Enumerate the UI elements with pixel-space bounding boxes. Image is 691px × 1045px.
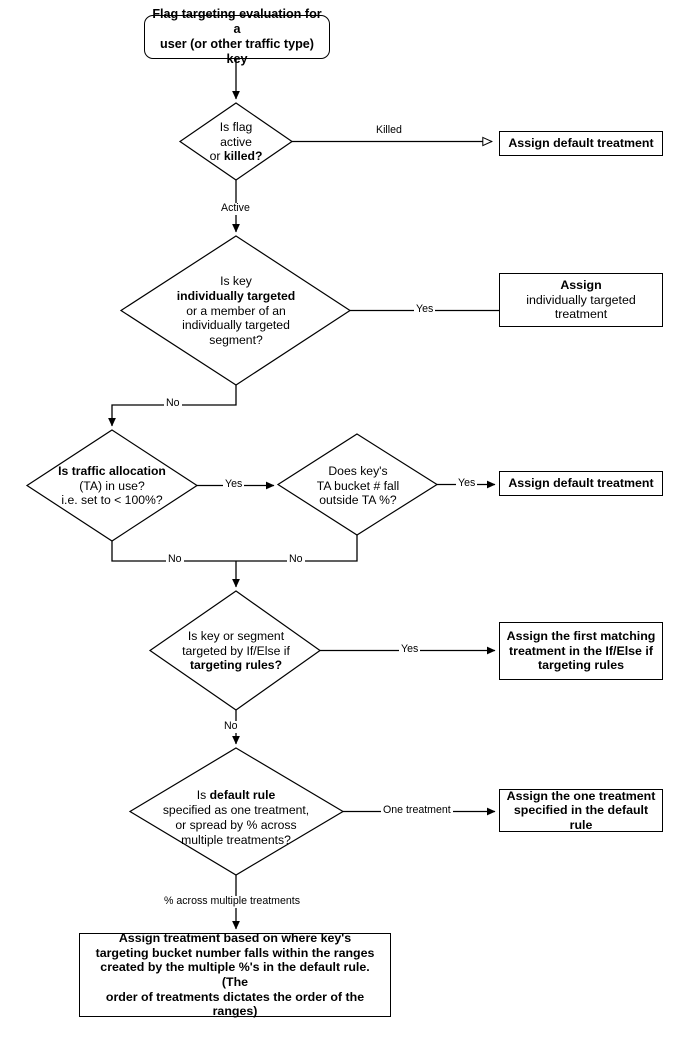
d5-line1-plain: Is xyxy=(196,788,210,803)
edge-label-d2-yes: Yes xyxy=(414,303,436,316)
d1-line2: active xyxy=(220,134,252,149)
d2-line4: individually targeted xyxy=(182,318,290,333)
edge-label-d4-no: No xyxy=(222,720,240,733)
node-start-line2: user (or other traffic type) key xyxy=(160,37,314,66)
d3a-line3: i.e. set to < 100%? xyxy=(61,493,163,508)
d4-line1: Is key or segment xyxy=(187,628,285,643)
r4-line1: Assign the first matching xyxy=(506,629,656,644)
d2-line5: segment? xyxy=(209,333,263,348)
edge-label-d3b-no: No xyxy=(287,553,305,566)
d2-line3: or a member of an xyxy=(186,303,286,318)
r2-line2: individually targeted xyxy=(526,292,636,307)
edge-label-d3a-yes: Yes xyxy=(223,478,245,491)
d1-line3-bold: killed? xyxy=(223,149,263,164)
r2-line3: treatment xyxy=(554,307,608,322)
node-decision-traffic-allocation[interactable]: Is traffic allocation (TA) in use? i.e. … xyxy=(30,458,194,514)
edge-label-active: Active xyxy=(219,202,252,215)
node-decision-ta-bucket[interactable]: Does key's TA bucket # fall outside TA %… xyxy=(288,458,428,514)
final-line2: targeting bucket number falls within the… xyxy=(95,945,375,960)
node-decision-individually-targeted[interactable]: Is key individually targeted or a member… xyxy=(140,271,332,351)
d2-line1: Is key xyxy=(220,273,252,288)
d5-line2: specified as one treatment, xyxy=(162,803,310,818)
d5-line4: multiple treatments? xyxy=(181,832,291,847)
node-decision-ifelse-targeting-rules[interactable]: Is key or segment targeted by If/Else if… xyxy=(156,623,316,679)
d3b-line1: Does key's xyxy=(328,463,388,478)
d3b-line3: outside TA %? xyxy=(319,493,397,508)
edge-label-d5-one-treatment: One treatment xyxy=(381,804,453,817)
final-line4: order of treatments dictates the order o… xyxy=(105,989,365,1019)
d4-line2: targeted by If/Else if xyxy=(182,643,290,658)
node-decision-flag-active-or-killed[interactable]: Is flag active or killed? xyxy=(181,110,291,174)
r5-line2: specified in the default rule xyxy=(513,803,649,832)
d1-line1: Is flag xyxy=(219,119,253,134)
edge-label-killed: Killed xyxy=(374,124,404,137)
edge-label-d4-yes: Yes xyxy=(399,643,421,656)
node-assign-default-treatment-ta[interactable]: Assign default treatment xyxy=(499,471,663,496)
node-assign-individually-targeted-treatment[interactable]: Assign individually targeted treatment xyxy=(499,273,663,327)
d3b-line2: TA bucket # fall xyxy=(316,478,400,493)
edge-label-d2-no: No xyxy=(164,397,182,410)
d3a-line2: (TA) in use? xyxy=(79,478,145,493)
d3a-line1: Is traffic allocation xyxy=(58,463,166,478)
final-line3: created by the multiple %'s in the defau… xyxy=(100,960,370,989)
node-assign-one-treatment-default-rule[interactable]: Assign the one treatment specified in th… xyxy=(499,789,663,832)
node-assign-default-treatment-killed[interactable]: Assign default treatment xyxy=(499,131,663,156)
r4-line2: treatment in the If/Else if xyxy=(509,643,653,658)
node-assign-treatment-by-bucket-range[interactable]: Assign treatment based on where key's ta… xyxy=(79,931,391,1019)
node-assign-first-matching-treatment[interactable]: Assign the first matching treatment in t… xyxy=(499,622,663,680)
node-decision-default-rule[interactable]: Is default rule specified as one treatme… xyxy=(139,782,333,854)
node-start-line1: Flag targeting evaluation for a xyxy=(152,7,322,37)
r2-line1: Assign xyxy=(560,278,602,293)
r4-line3: targeting rules xyxy=(537,658,625,673)
final-line1: Assign treatment based on where key's xyxy=(118,931,352,946)
d2-line2: individually targeted xyxy=(176,288,296,303)
r1-text: Assign default treatment xyxy=(508,136,654,151)
d4-line3: targeting rules? xyxy=(189,658,283,673)
edge-label-d5-percent-across: % across multiple treatments xyxy=(162,895,303,908)
d1-line3-plain: or xyxy=(209,149,224,164)
edge-label-d3b-yes: Yes xyxy=(456,477,478,490)
d5-line1-bold: default rule xyxy=(209,788,276,803)
r5-line1: Assign the one treatment xyxy=(506,788,656,803)
r3-text: Assign default treatment xyxy=(508,476,654,491)
d5-line3: or spread by % across xyxy=(175,818,297,832)
edge-label-d3a-no: No xyxy=(166,553,184,566)
node-start[interactable]: Flag targeting evaluation for a user (or… xyxy=(144,7,330,66)
